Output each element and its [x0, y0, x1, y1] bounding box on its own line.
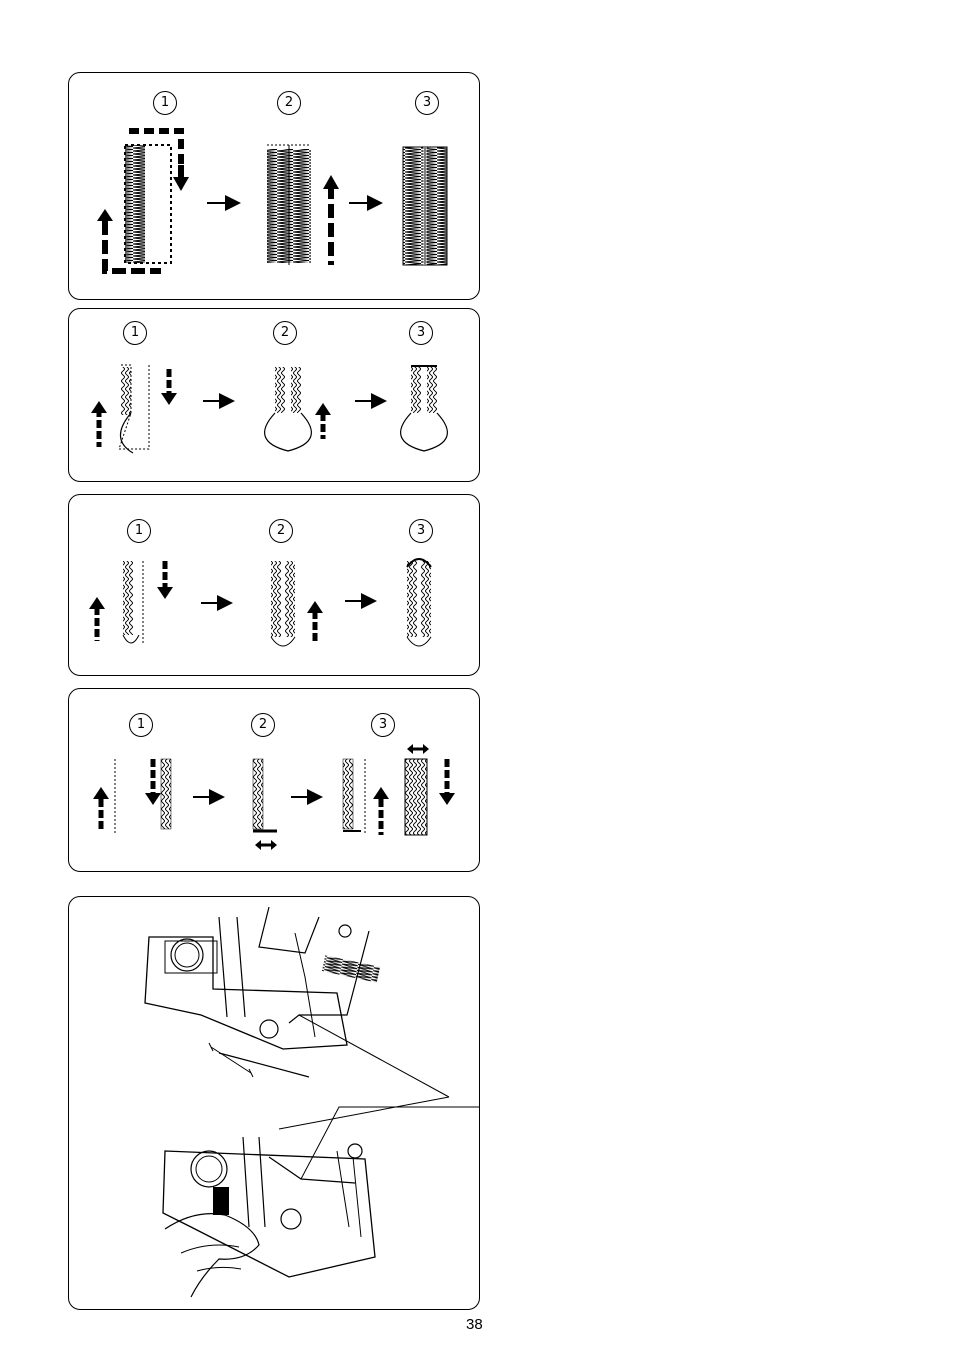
stretch-buttonhole-diagram	[69, 689, 481, 873]
page-number: 38	[466, 1316, 483, 1333]
stretch-buttonhole-panel: 1 2 3	[68, 688, 480, 872]
buttonhole-foot-illustration	[69, 897, 481, 1311]
arrow-down-icon	[439, 793, 455, 805]
arrow-up-icon	[97, 209, 113, 221]
arrow-up-icon	[93, 787, 109, 799]
arrow-down-icon	[145, 793, 161, 805]
buttonhole-foot-panel	[68, 896, 480, 1310]
arrow-up-icon	[89, 597, 105, 609]
keyhole-buttonhole-diagram	[69, 309, 481, 483]
arrow-up-icon	[315, 403, 331, 415]
arrow-down-icon	[161, 393, 177, 405]
square-buttonhole-diagram	[69, 73, 481, 301]
arrow-up-icon	[91, 401, 107, 413]
arrow-up-icon	[373, 787, 389, 799]
round-buttonhole-diagram	[69, 495, 481, 677]
arrow-down-icon	[157, 587, 173, 599]
arrow-up-icon	[307, 601, 323, 613]
round-buttonhole-panel: 1 2 3	[68, 494, 480, 676]
keyhole-buttonhole-panel: 1 2 3	[68, 308, 480, 482]
arrow-up-icon	[323, 175, 339, 189]
square-buttonhole-panel: 1 2 3	[68, 72, 480, 300]
